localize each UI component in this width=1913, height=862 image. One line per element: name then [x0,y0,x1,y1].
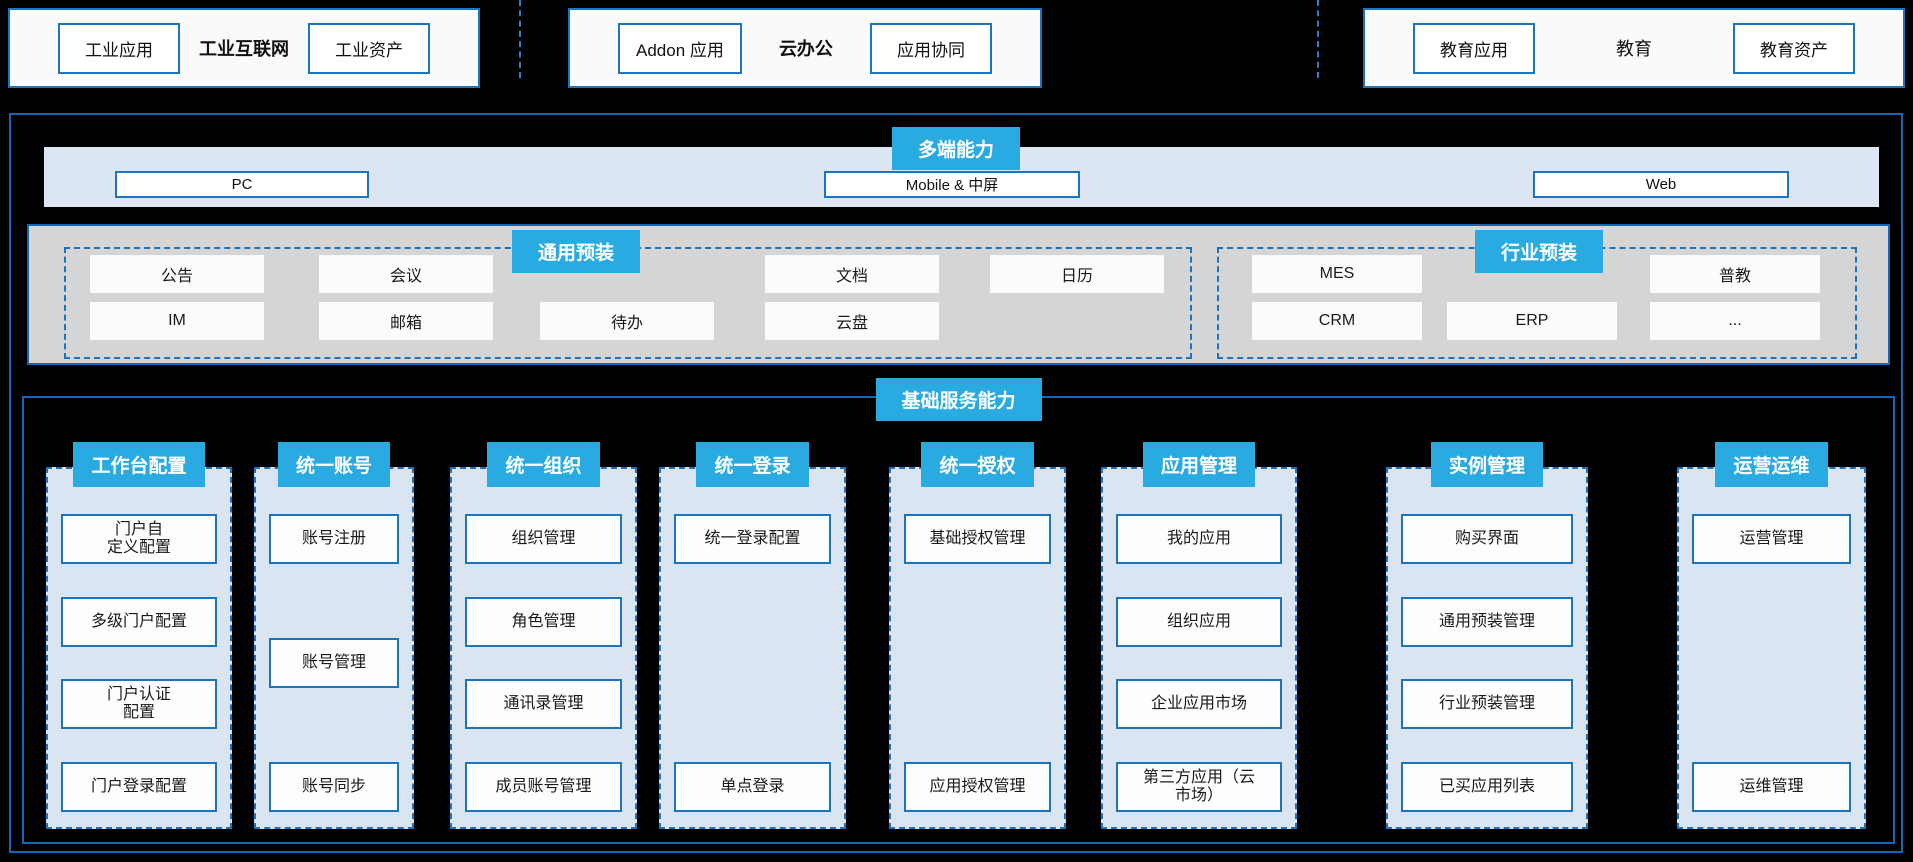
base-column-header: 统一组织 [487,442,600,487]
service-item: 组织应用 [1116,597,1282,647]
base-column-header-wrap: 统一登录 [659,442,846,487]
service-item: 通用预装管理 [1401,597,1573,647]
base-column-header: 运营运维 [1715,442,1828,487]
base-column-panel: 组织管理角色管理通讯录管理成员账号管理 [450,467,637,829]
base-column-header: 应用管理 [1142,442,1255,487]
terminal-mobile-box: Mobile & 中屏 [824,171,1080,198]
service-item: 第三方应用（云 市场） [1116,762,1282,812]
base-column-header-wrap: 运营运维 [1677,442,1866,487]
industrial-asset-box: 工业资产 [308,22,430,74]
group-divider [1317,0,1319,78]
service-item: 通讯录管理 [465,679,622,729]
service-item: 门户登录配置 [61,762,217,812]
industrial-internet-title: 工业互联网 [199,39,289,59]
service-item: 运营管理 [1692,514,1851,564]
generic-preinstall-item: 公告 [90,255,264,293]
industry-preinstall-label: 行业预装 [1475,230,1604,273]
industry-preinstall-item: 普教 [1650,255,1820,293]
terminal-web-box: Web [1533,171,1789,198]
base-column-panel: 门户自 定义配置多级门户配置门户认证 配置门户登录配置 [46,467,232,829]
industrial-app-box: 工业应用 [58,22,180,74]
service-item: 成员账号管理 [465,762,622,812]
base-column-header-wrap: 统一账号 [254,442,414,487]
group-divider [519,0,521,78]
service-item: 账号同步 [269,762,399,812]
service-item: 企业应用市场 [1116,679,1282,729]
industry-preinstall-item: ... [1650,302,1820,340]
base-services-box: 基础服务能力 工作台配置门户自 定义配置多级门户配置门户认证 配置门户登录配置统… [22,378,1895,844]
industry-preinstall-item: MES [1252,255,1422,293]
app-collab-box: 应用协同 [869,22,992,74]
top-group-industrial: 工业应用 工业互联网 工业资产 [8,8,480,88]
multi-terminal-label: 多端能力 [891,127,1021,170]
service-item: 门户认证 配置 [61,679,217,729]
base-column-header-wrap: 统一授权 [889,442,1066,487]
generic-preinstall-item: IM [90,302,264,340]
education-title: 教育 [1616,39,1652,59]
generic-preinstall-item: 云盘 [765,302,939,340]
base-column-header-wrap: 统一组织 [450,442,637,487]
base-column-header-wrap: 工作台配置 [46,442,232,487]
generic-preinstall-label: 通用预装 [512,230,641,273]
terminal-pc-box: PC [115,171,369,198]
service-item: 已买应用列表 [1401,762,1573,812]
service-item: 基础授权管理 [904,514,1051,564]
platform-container: 多端能力 PC Mobile & 中屏 Web 通用预装 公告 会议 文档 日历 IM 邮… [9,113,1903,853]
base-column-panel: 运营管理运维管理 [1677,467,1866,829]
base-services-label: 基础服务能力 [875,378,1042,421]
base-column-header-wrap: 实例管理 [1386,442,1588,487]
base-column-panel: 基础授权管理应用授权管理 [889,467,1066,829]
service-item: 多级门户配置 [61,597,217,647]
generic-preinstall-item: 日历 [990,255,1164,293]
base-column-panel: 购买界面通用预装管理行业预装管理已买应用列表 [1386,467,1588,829]
base-column-header: 统一登录 [696,442,809,487]
industry-preinstall-item: CRM [1252,302,1422,340]
base-column-header: 统一授权 [921,442,1034,487]
cloud-office-title: 云办公 [778,39,833,59]
education-app-box: 教育应用 [1413,22,1535,74]
generic-preinstall-item: 待办 [540,302,714,340]
top-group-cloud-office: Addon 应用 云办公 应用协同 [568,8,1042,88]
base-column-panel: 账号注册账号管理账号同步 [254,467,414,829]
service-item: 统一登录配置 [674,514,831,564]
base-column-header-wrap: 应用管理 [1101,442,1297,487]
preinstall-strip: 通用预装 公告 会议 文档 日历 IM 邮箱 待办 云盘 行业预装 MES 普教 CRM ERP..… [27,224,1890,365]
service-item: 账号注册 [269,514,399,564]
base-column-panel: 我的应用组织应用企业应用市场第三方应用（云 市场） [1101,467,1297,829]
service-item: 购买界面 [1401,514,1573,564]
base-column-header: 工作台配置 [73,442,205,487]
generic-preinstall-item: 会议 [319,255,493,293]
service-item: 单点登录 [674,762,831,812]
addon-app-box: Addon 应用 [618,22,742,74]
service-item: 角色管理 [465,597,622,647]
service-item: 门户自 定义配置 [61,514,217,564]
base-column-header: 统一账号 [277,442,390,487]
generic-preinstall-item: 文档 [765,255,939,293]
service-item: 账号管理 [269,638,399,688]
education-asset-box: 教育资产 [1733,22,1855,74]
service-item: 组织管理 [465,514,622,564]
service-item: 我的应用 [1116,514,1282,564]
service-item: 运维管理 [1692,762,1851,812]
generic-preinstall-item: 邮箱 [319,302,493,340]
base-column-header: 实例管理 [1430,442,1543,487]
industry-preinstall-item: ERP [1447,302,1617,340]
top-group-education: 教育应用 教育 教育资产 [1363,8,1905,88]
service-item: 应用授权管理 [904,762,1051,812]
base-column-panel: 统一登录配置单点登录 [659,467,846,829]
service-item: 行业预装管理 [1401,679,1573,729]
